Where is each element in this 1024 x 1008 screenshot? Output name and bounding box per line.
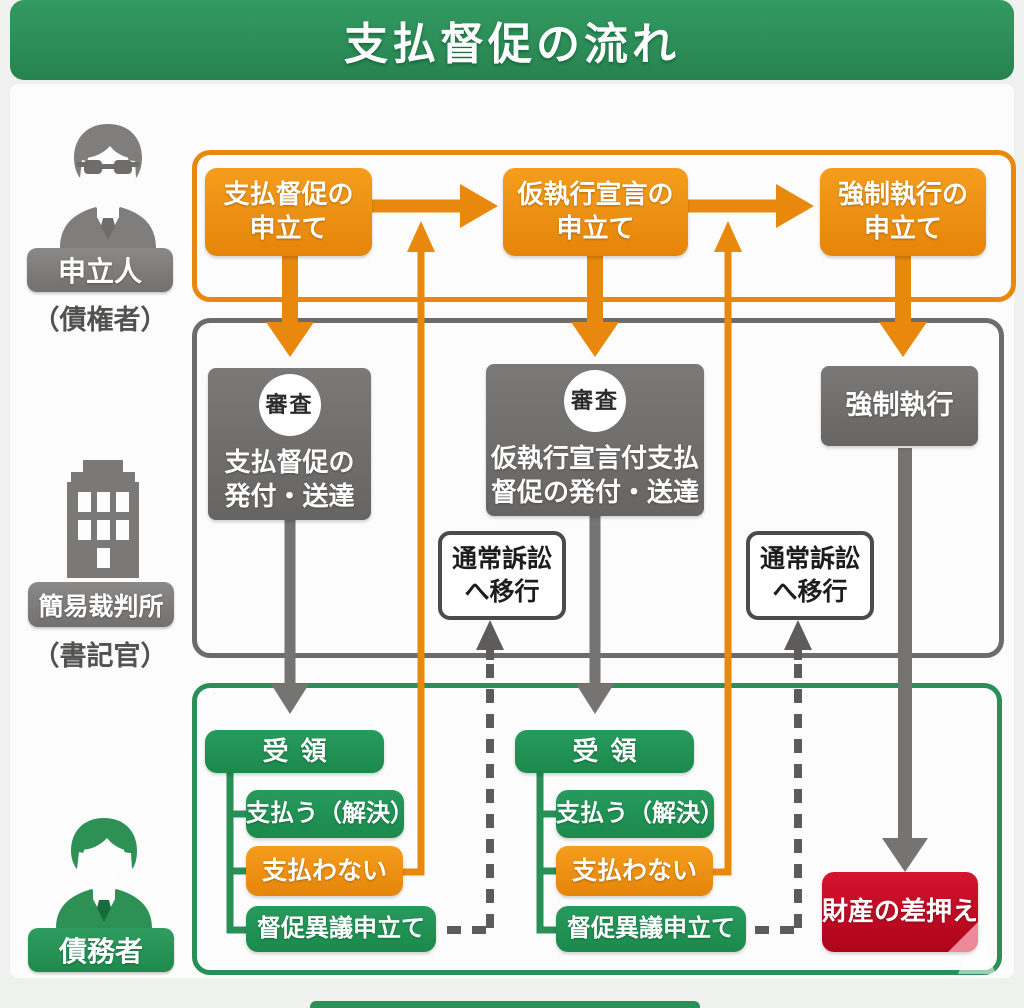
court-step-provisional-issue-label: 仮執行宣言付支払 督促の発付・送達 — [490, 443, 699, 507]
transfer-to-ordinary-litigation-box: 通常訴訟 へ移行 — [438, 531, 566, 620]
step-provisional-execution-application: 仮執行宣言の 申立て — [503, 168, 688, 256]
debtor-label: 債務者 — [28, 928, 174, 972]
court-sublabel: （書記官） — [32, 641, 168, 671]
applicant-label: 申立人 — [27, 248, 173, 292]
screening-badge: 審査 — [564, 370, 626, 433]
page-curl-decoration — [948, 922, 978, 952]
court-step-provisional-issue: 審査 仮執行宣言付支払 督促の発付・送達 — [486, 364, 704, 516]
court-step-demand-issue: 審査 支払督促の 発付・送達 — [208, 368, 371, 520]
option-pay-resolved: 支払う（解決） — [556, 790, 724, 838]
option-do-not-pay: 支払わない — [246, 846, 403, 896]
courthouse-building-icon — [55, 460, 151, 578]
applicant-lane-frame — [192, 150, 1016, 302]
court-step-compulsory-execution: 強制執行 — [821, 366, 978, 446]
option-do-not-pay: 支払わない — [556, 846, 713, 896]
debtor-person-icon — [52, 816, 156, 928]
transfer-to-ordinary-litigation-box: 通常訴訟 へ移行 — [746, 531, 874, 620]
receipt-box: 受領 — [515, 730, 694, 773]
court-step-demand-issue-label: 支払督促の 発付・送達 — [224, 447, 355, 511]
page-title: 支払督促の流れ — [344, 20, 680, 69]
option-objection: 督促異議申立て — [246, 906, 436, 952]
option-pay-resolved: 支払う（解決） — [246, 790, 414, 838]
property-seizure-box: 財産の差押え — [822, 872, 978, 952]
court-label: 簡易裁判所 — [28, 582, 174, 627]
applicant-sublabel: （債権者） — [32, 305, 168, 335]
screening-badge: 審査 — [258, 374, 321, 437]
receipt-box: 受領 — [205, 730, 384, 773]
step-payment-demand-application: 支払督促の 申立て — [205, 168, 372, 256]
title-bar: 支払督促の流れ — [10, 0, 1014, 80]
next-section-header-peek — [310, 1001, 700, 1008]
option-objection: 督促異議申立て — [556, 906, 746, 952]
step-compulsory-execution-application: 強制執行の 申立て — [820, 168, 986, 256]
applicant-person-with-glasses-icon — [56, 120, 160, 248]
property-seizure-label: 財産の差押え — [822, 896, 978, 927]
